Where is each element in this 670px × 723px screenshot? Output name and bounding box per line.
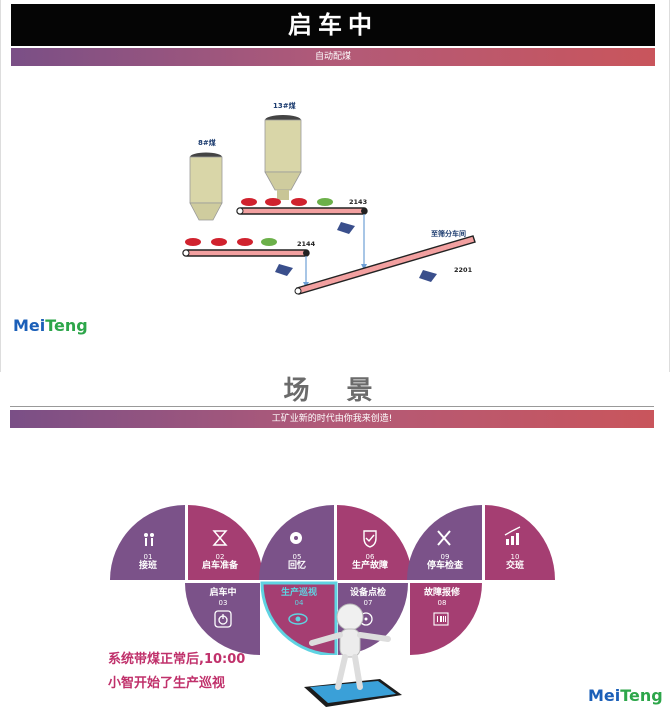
walking-people-icon xyxy=(144,533,154,546)
segment-num: 06 xyxy=(366,553,375,561)
conveyor-label-2201: 2201 xyxy=(454,266,473,274)
segment-label: 生产故障 xyxy=(352,559,388,571)
segment-num: 04 xyxy=(295,599,304,607)
hourglass-icon xyxy=(212,530,228,546)
bin-label-13: 13#煤 xyxy=(273,101,297,110)
segment-04-production-patrol[interactable]: 生产巡视 04 xyxy=(260,581,338,655)
segment-08-fault-report[interactable]: 故障报修 08 xyxy=(410,583,482,655)
conveyor-2201 xyxy=(294,235,476,295)
coal-piles-lower xyxy=(185,238,277,246)
conveyor-label-2144: 2144 xyxy=(297,240,316,248)
head-gear-icon xyxy=(290,532,302,544)
meiteng-logo-bottom: MeiTeng xyxy=(588,686,663,705)
segment-02-startup-prep[interactable]: 02 启车准备 xyxy=(188,505,263,580)
segment-label: 启车中 xyxy=(209,586,236,598)
segment-label: 交班 xyxy=(506,559,524,571)
coal-piles-upper xyxy=(241,198,333,206)
wrench-icon xyxy=(437,530,451,546)
segment-label: 生产巡视 xyxy=(281,586,317,598)
segment-label: 故障报修 xyxy=(424,586,461,598)
motor-icons xyxy=(275,222,437,282)
scenario-fan: 01 接班 02 启车准备 05 回忆 06 生产故障 xyxy=(110,505,555,655)
robot-on-phone-illustration xyxy=(304,603,402,707)
segment-num: 10 xyxy=(511,553,520,561)
coal-bin-13 xyxy=(264,115,302,200)
slide-auto-coal-blending: 启车中 自动配煤 13#煤 8#煤 2143 xyxy=(0,0,670,372)
conveyor-2144 xyxy=(182,249,310,257)
segment-num: 05 xyxy=(293,553,302,561)
slogan-bar: 工矿业新的时代由你我来创造! xyxy=(10,410,654,428)
segment-06-production-fault[interactable]: 06 生产故障 xyxy=(337,505,412,580)
shield-check-icon xyxy=(363,530,377,548)
segment-10-handover-out[interactable]: 10 交班 xyxy=(485,505,555,580)
trend-chart-icon xyxy=(504,526,521,545)
page-title: 启车中 xyxy=(11,4,655,46)
eye-icon xyxy=(288,613,308,625)
meiteng-logo: MeiTeng xyxy=(13,316,88,335)
segment-label: 接班 xyxy=(139,559,157,571)
barcode-icon xyxy=(433,612,449,626)
segment-num: 03 xyxy=(219,599,228,607)
bin-label-8: 8#煤 xyxy=(198,138,217,147)
slide-subtitle-bar: 自动配煤 xyxy=(11,48,655,66)
robot-figure xyxy=(309,603,391,690)
segment-num: 09 xyxy=(441,553,450,561)
segment-label: 设备点检 xyxy=(350,586,386,598)
power-icon xyxy=(214,610,232,628)
segment-num: 02 xyxy=(216,553,225,561)
segment-num: 07 xyxy=(364,599,373,607)
phone-icon xyxy=(304,679,402,707)
segment-05-recall[interactable]: 05 回忆 xyxy=(259,505,334,580)
segment-label: 停车检查 xyxy=(427,559,464,571)
segment-01-handover[interactable]: 01 接班 xyxy=(110,505,185,580)
caption-line-1: 系统带煤正常后,10:00 xyxy=(108,652,246,667)
segment-label: 启车准备 xyxy=(202,559,239,571)
conveyor-2143 xyxy=(236,207,368,215)
segment-num: 08 xyxy=(438,599,447,607)
coal-blending-diagram: 13#煤 8#煤 2143 2144 xyxy=(182,101,476,295)
segment-09-shutdown-check[interactable]: 09 停车检查 xyxy=(407,505,482,580)
scene-title: 场 景 xyxy=(283,376,387,406)
caption-line-2: 小智开始了生产巡视 xyxy=(108,676,226,691)
conveyor-label-2143: 2143 xyxy=(349,198,367,206)
coal-bin-8 xyxy=(189,152,223,221)
divider xyxy=(10,406,654,407)
segment-03-starting[interactable]: 启车中 03 xyxy=(185,583,260,655)
segment-num: 01 xyxy=(144,553,153,561)
segment-label: 回忆 xyxy=(288,559,306,571)
destination-label: 至筛分车间 xyxy=(431,229,466,238)
